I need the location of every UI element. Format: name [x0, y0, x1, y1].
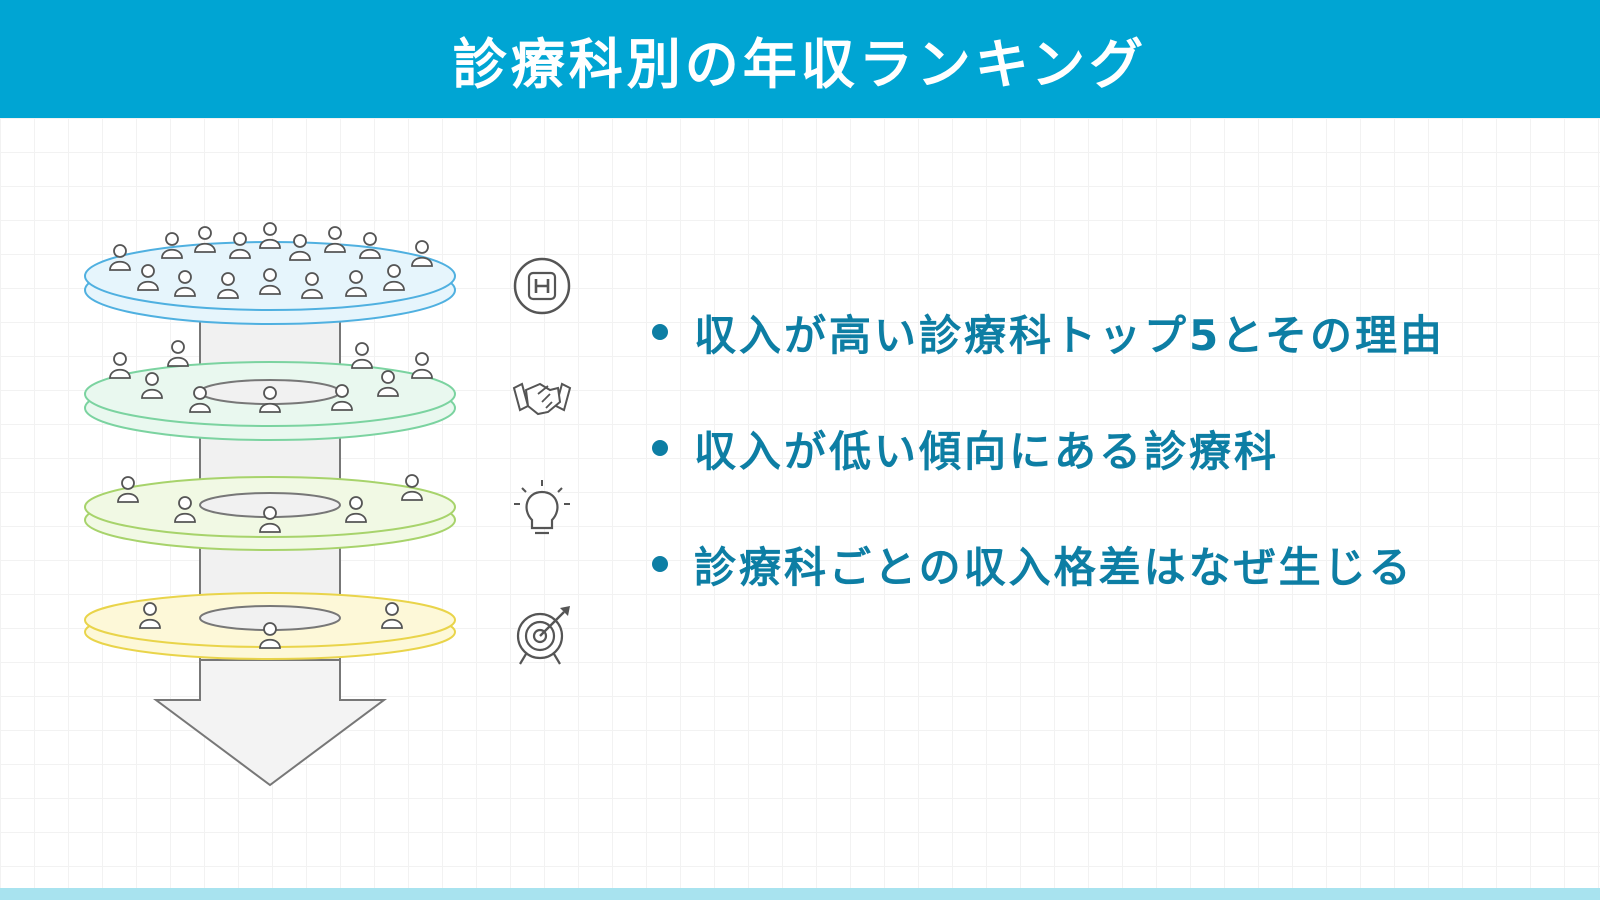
funnel-diagram [60, 190, 620, 830]
bullet-text: 診療科ごとの収入格差はなぜ生じる [694, 542, 1414, 592]
person-icon [109, 352, 131, 379]
person-icon [351, 342, 373, 369]
down-arrow [152, 659, 388, 787]
hospital-icon [513, 257, 571, 315]
person-icon [359, 232, 381, 259]
layer-second [84, 340, 456, 441]
list-item: 収入が低い傾向にある診療科 [652, 416, 1592, 480]
person-icon [259, 222, 281, 249]
person-icon [324, 226, 346, 253]
bullet-dot [652, 440, 668, 456]
lightbulb-icon [514, 480, 570, 535]
handshake-icon [512, 382, 572, 416]
layer-top [84, 222, 456, 325]
person-icon [167, 340, 189, 367]
bullet-text: 収入が高い診療科トップ5とその理由 [694, 310, 1445, 360]
header-bar: 診療科別の年収ランキング [0, 0, 1600, 118]
page-title: 診療科別の年収ランキング [452, 32, 1148, 96]
bottom-bar [0, 888, 1600, 900]
layer-third [84, 474, 456, 551]
bullet-text: 収入が低い傾向にある診療科 [694, 426, 1280, 476]
person-icon [411, 240, 433, 267]
list-item: 診療科ごとの収入格差はなぜ生じる [652, 532, 1592, 596]
bullet-dot [652, 556, 668, 572]
person-icon [411, 352, 433, 379]
person-icon [194, 226, 216, 253]
list-item: 収入が高い診療科トップ5とその理由 [652, 300, 1592, 364]
bullet-dot [652, 324, 668, 340]
layer-bottom [84, 592, 456, 660]
target-icon [516, 606, 570, 665]
bullet-list: 収入が高い診療科トップ5とその理由 収入が低い傾向にある診療科 診療科ごとの収入… [652, 300, 1592, 648]
